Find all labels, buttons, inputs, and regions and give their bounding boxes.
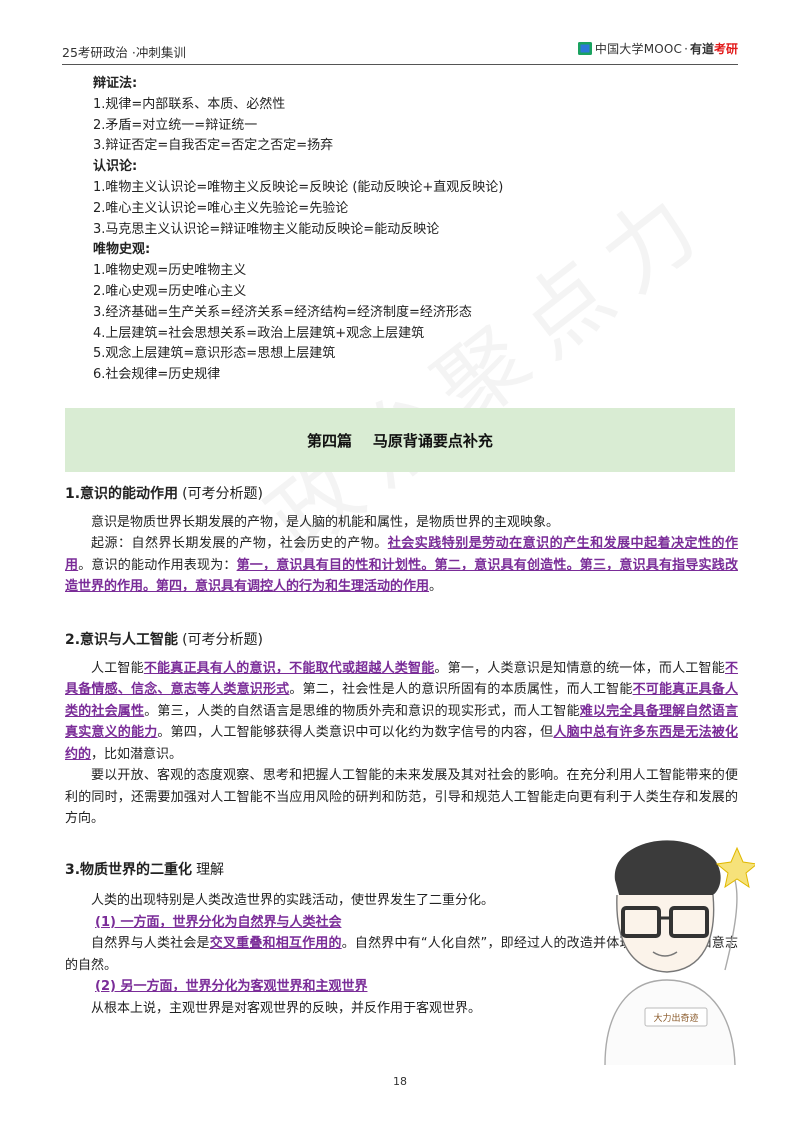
section-heading: 3.物质世界的二重化: [65, 862, 193, 878]
paragraph: 要以开放、客观的态度观察、思考和把握人工智能的未来发展及其对社会的影响。在充分利…: [65, 768, 738, 826]
key-point: 人脑中总有许多东西是无法被化约的: [65, 725, 738, 762]
list-item: 5.观念上层建筑=意识形态=思想上层建筑: [93, 346, 336, 362]
list-item: 1.唯物史观=历史唯物主义: [93, 263, 247, 279]
mascot-illustration: 大力出奇迹: [604, 840, 755, 1065]
text-run: 。第三，人类的自然语言是思维的物质外壳和意识的现实形式，而人工智能: [144, 703, 580, 719]
page-header: 25考研政治 ·冲刺集训 中国大学MOOC · 有道考研: [62, 38, 738, 65]
brand-mooc: 中国大学MOOC: [594, 42, 683, 56]
text-run: 。第一，人类意识是知情意的统一体，而人工智能: [434, 660, 725, 676]
brand-separator: ·: [684, 41, 688, 56]
summary-heading: 辩证法:: [93, 76, 138, 91]
section-note: (可考分析题): [182, 632, 263, 648]
text-run: 。第二，社会性是人的意识所固有的本质属性，而人工智能: [289, 682, 633, 697]
brand-kaoyan: 考研: [713, 42, 738, 56]
text-run: 。: [429, 579, 443, 594]
key-point: 不能真正具有人的意识，不能取代或超越人类智能: [143, 660, 435, 676]
list-item: 3.马克思主义认识论=辩证唯物主义能动反映论=能动反映论: [93, 221, 440, 237]
list-item: 3.辩证否定=自我否定=否定之否定=扬弃: [93, 138, 334, 154]
key-point: 社会实践特别是劳动在意识的产生和发展中起着决定性的作用: [65, 536, 738, 573]
chapter-banner: 第四篇 马原背诵要点补充: [65, 408, 735, 472]
list-item: 6.社会规律=历史规律: [93, 367, 221, 383]
section-title: 1.意识的能动作用(可考分析题): [65, 484, 738, 506]
key-point: 不可能真正具备人类的社会属性: [65, 682, 738, 719]
chapter-title: 第四篇 马原背诵要点补充: [307, 431, 493, 450]
paragraph: 从根本上说，主观世界是对客观世界的反映，并反作用于客观世界。: [91, 1000, 482, 1016]
key-point: 第一，意识具有目的性和计划性。第二，意识具有创造性。第三，意识具有指导实践改造世…: [65, 557, 738, 595]
list-item: 4.上层建筑=社会思想关系=政治上层建筑+观念上层建筑: [93, 325, 425, 341]
subheading: (1) 一方面，世界分化为自然界与人类社会: [95, 914, 342, 930]
list-item: 3.经济基础=生产关系=经济关系=经济结构=经济制度=经济形态: [93, 304, 472, 320]
paragraph: 人类的出现特别是人类改造世界的实践活动，使世界发生了二重分化。: [91, 893, 495, 908]
section-consciousness-role: 1.意识的能动作用(可考分析题) 意识是物质世界长期发展的产物，是人脑的机能和属…: [65, 484, 738, 598]
subheading: (2) 另一方面，世界分化为客观世界和主观世界: [95, 979, 368, 994]
list-item: 2.唯心主义认识论=唯心主义先验论=先验论: [93, 200, 349, 216]
list-item: 2.唯心史观=历史唯心主义: [93, 283, 247, 299]
key-point: 不具备情感、信念、意志等人类意识形式: [65, 660, 738, 698]
section-note: (可考分析题): [182, 486, 263, 502]
summary-heading: 认识论:: [93, 159, 138, 175]
text-run: ，比如潜意识。: [91, 746, 183, 762]
text-run: 人工智能: [91, 660, 144, 676]
section-note: 理解: [196, 862, 225, 878]
text-run: 。第四，人工智能够获得人类意识中可以化约为数字信号的内容，但: [157, 725, 554, 740]
text-run: 。意识的能动作用表现为：: [78, 557, 237, 573]
summary-list: 辩证法: 1.规律=内部联系、本质、必然性 2.矛盾=对立统一=辩证统一 3.辩…: [93, 74, 503, 386]
paragraph: 起源：自然界长期发展的产物，社会历史的产物。社会实践特别是劳动在意识的产生和发展…: [65, 533, 738, 598]
brand-youdao: 有道: [689, 42, 714, 56]
document-title: 25考研政治 ·冲刺集训: [62, 45, 186, 60]
page-number: 18: [393, 1075, 407, 1088]
brand-logo-group: 中国大学MOOC · 有道考研: [577, 40, 738, 57]
section-ai: 2.意识与人工智能(可考分析题) 人工智能不能真正具有人的意识，不能取代或超越人…: [65, 630, 738, 830]
key-point: 难以完全具备理解自然语言真实意义的能力: [65, 703, 738, 741]
text-run: 起源：自然界长期发展的产物，社会历史的产物。: [91, 536, 388, 551]
mascot-sign: 大力出奇迹: [653, 1012, 698, 1024]
section-title: 2.意识与人工智能(可考分析题): [65, 630, 738, 652]
text-run: 自然界与人类社会是: [91, 936, 210, 951]
list-item: 2.矛盾=对立统一=辩证统一: [93, 117, 258, 133]
mooc-logo-icon: [577, 42, 592, 55]
section-heading: 1.意识的能动作用: [65, 486, 179, 502]
paragraph: 意识是物质世界长期发展的产物，是人脑的机能和属性，是物质世界的主观映象。: [91, 514, 560, 530]
paragraph: 人工智能不能真正具有人的意识，不能取代或超越人类智能。第一，人类意识是知情意的统…: [65, 658, 738, 766]
list-item: 1.唯物主义认识论=唯物主义反映论=反映论 (能动反映论+直观反映论): [93, 179, 504, 195]
section-title: 3.物质世界的二重化理解: [65, 860, 550, 882]
list-item: 1.规律=内部联系、本质、必然性: [93, 96, 286, 112]
key-point: 交叉重叠和相互作用的: [209, 936, 342, 951]
summary-heading: 唯物史观:: [93, 242, 151, 258]
section-world-duality: 3.物质世界的二重化理解: [65, 860, 550, 888]
section-heading: 2.意识与人工智能: [65, 632, 179, 648]
